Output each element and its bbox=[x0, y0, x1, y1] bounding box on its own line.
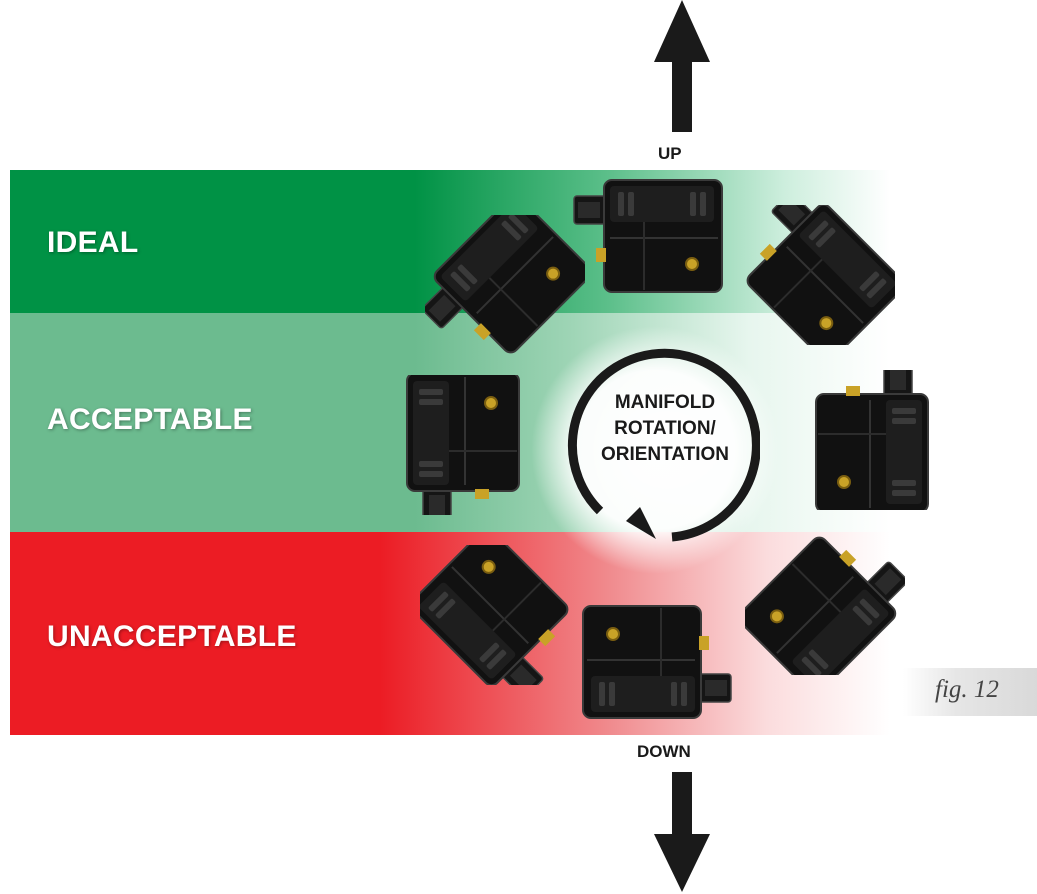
manifold-icon bbox=[425, 215, 585, 355]
manifold-icon bbox=[815, 370, 929, 510]
down-label: DOWN bbox=[637, 742, 691, 761]
acceptable-label: ACCEPTABLE bbox=[47, 403, 253, 436]
figure-label: fig. 12 bbox=[935, 676, 999, 703]
manifold-icon bbox=[406, 375, 520, 515]
figure-tag bbox=[903, 668, 1037, 716]
ideal-label: IDEAL bbox=[47, 226, 139, 259]
up-label: UP bbox=[658, 144, 682, 163]
unacceptable-label: UNACCEPTABLE bbox=[47, 620, 297, 653]
manifold-icon bbox=[573, 179, 723, 293]
manifold-icon bbox=[582, 605, 732, 719]
down-arrow-icon bbox=[654, 772, 710, 892]
rotation-arrow-icon bbox=[567, 348, 760, 542]
manifold-icon bbox=[745, 535, 905, 675]
up-arrow-icon bbox=[654, 0, 710, 132]
center-line-1: MANIFOLD bbox=[614, 392, 716, 413]
center-line-2: ROTATION/ bbox=[614, 418, 716, 439]
manifold-icon bbox=[420, 545, 580, 685]
center-line-3: ORIENTATION bbox=[600, 444, 730, 465]
manifold-icon bbox=[735, 205, 895, 345]
center-caption: MANIFOLD ROTATION/ ORIENTATION bbox=[585, 390, 745, 468]
